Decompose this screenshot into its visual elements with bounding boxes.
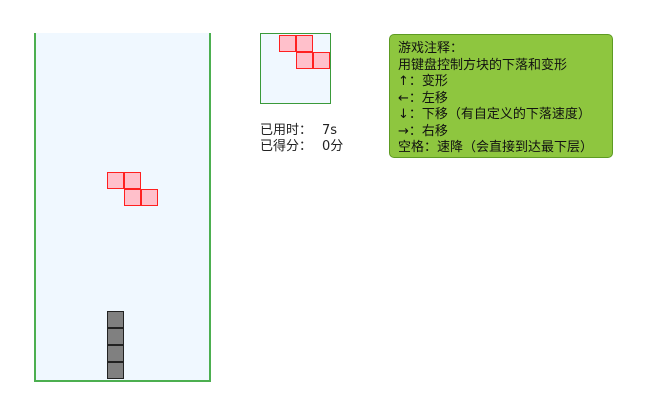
active-piece-block — [124, 189, 141, 206]
time-label: 已用时： — [260, 123, 313, 138]
help-line-left: ←：左移 — [398, 90, 448, 106]
help-line-down: ↓：下移（有自定义的下落速度） — [398, 107, 591, 122]
game-board — [34, 33, 211, 382]
time-value: 7s — [322, 123, 338, 138]
help-line: 用键盘控制方块的下落和变形 — [398, 57, 568, 73]
stacked-block — [107, 362, 124, 379]
help-title: 游戏注释： — [398, 41, 464, 56]
active-piece-block — [124, 172, 141, 189]
time-row: 已用时： 7s — [260, 123, 343, 139]
active-piece-block — [107, 172, 124, 189]
stacked-block — [107, 311, 124, 328]
help-panel: 游戏注释： 用键盘控制方块的下落和变形 ↑：变形 ←：左移 ↓：下移（有自定义的… — [389, 34, 613, 158]
score-label: 已得分： — [260, 139, 313, 154]
preview-block — [279, 35, 296, 52]
active-piece-block — [141, 189, 158, 206]
help-line-rotate: ↑：变形 — [398, 74, 448, 89]
preview-block — [296, 52, 313, 69]
score-value: 0分 — [322, 139, 344, 154]
stacked-block — [107, 328, 124, 345]
score-row: 已得分： 0分 — [260, 139, 343, 155]
preview-block — [313, 52, 330, 69]
stats-panel: 已用时： 7s 已得分： 0分 — [260, 123, 343, 155]
stacked-block — [107, 345, 124, 362]
preview-block — [296, 35, 313, 52]
help-line-drop: 空格：速降（会直接到达最下层） — [398, 140, 594, 155]
help-line-right: →：右移 — [398, 123, 448, 139]
next-piece-preview — [260, 33, 331, 104]
